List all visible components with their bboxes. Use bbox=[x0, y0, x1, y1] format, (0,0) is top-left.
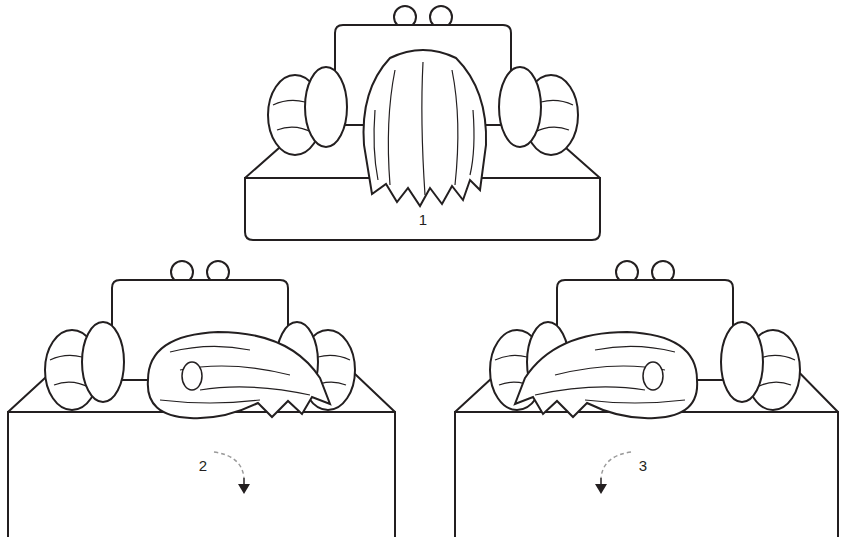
panel-number: 1 bbox=[416, 211, 430, 229]
panel-number: 3 bbox=[636, 457, 650, 475]
panel-number: 2 bbox=[196, 457, 210, 475]
